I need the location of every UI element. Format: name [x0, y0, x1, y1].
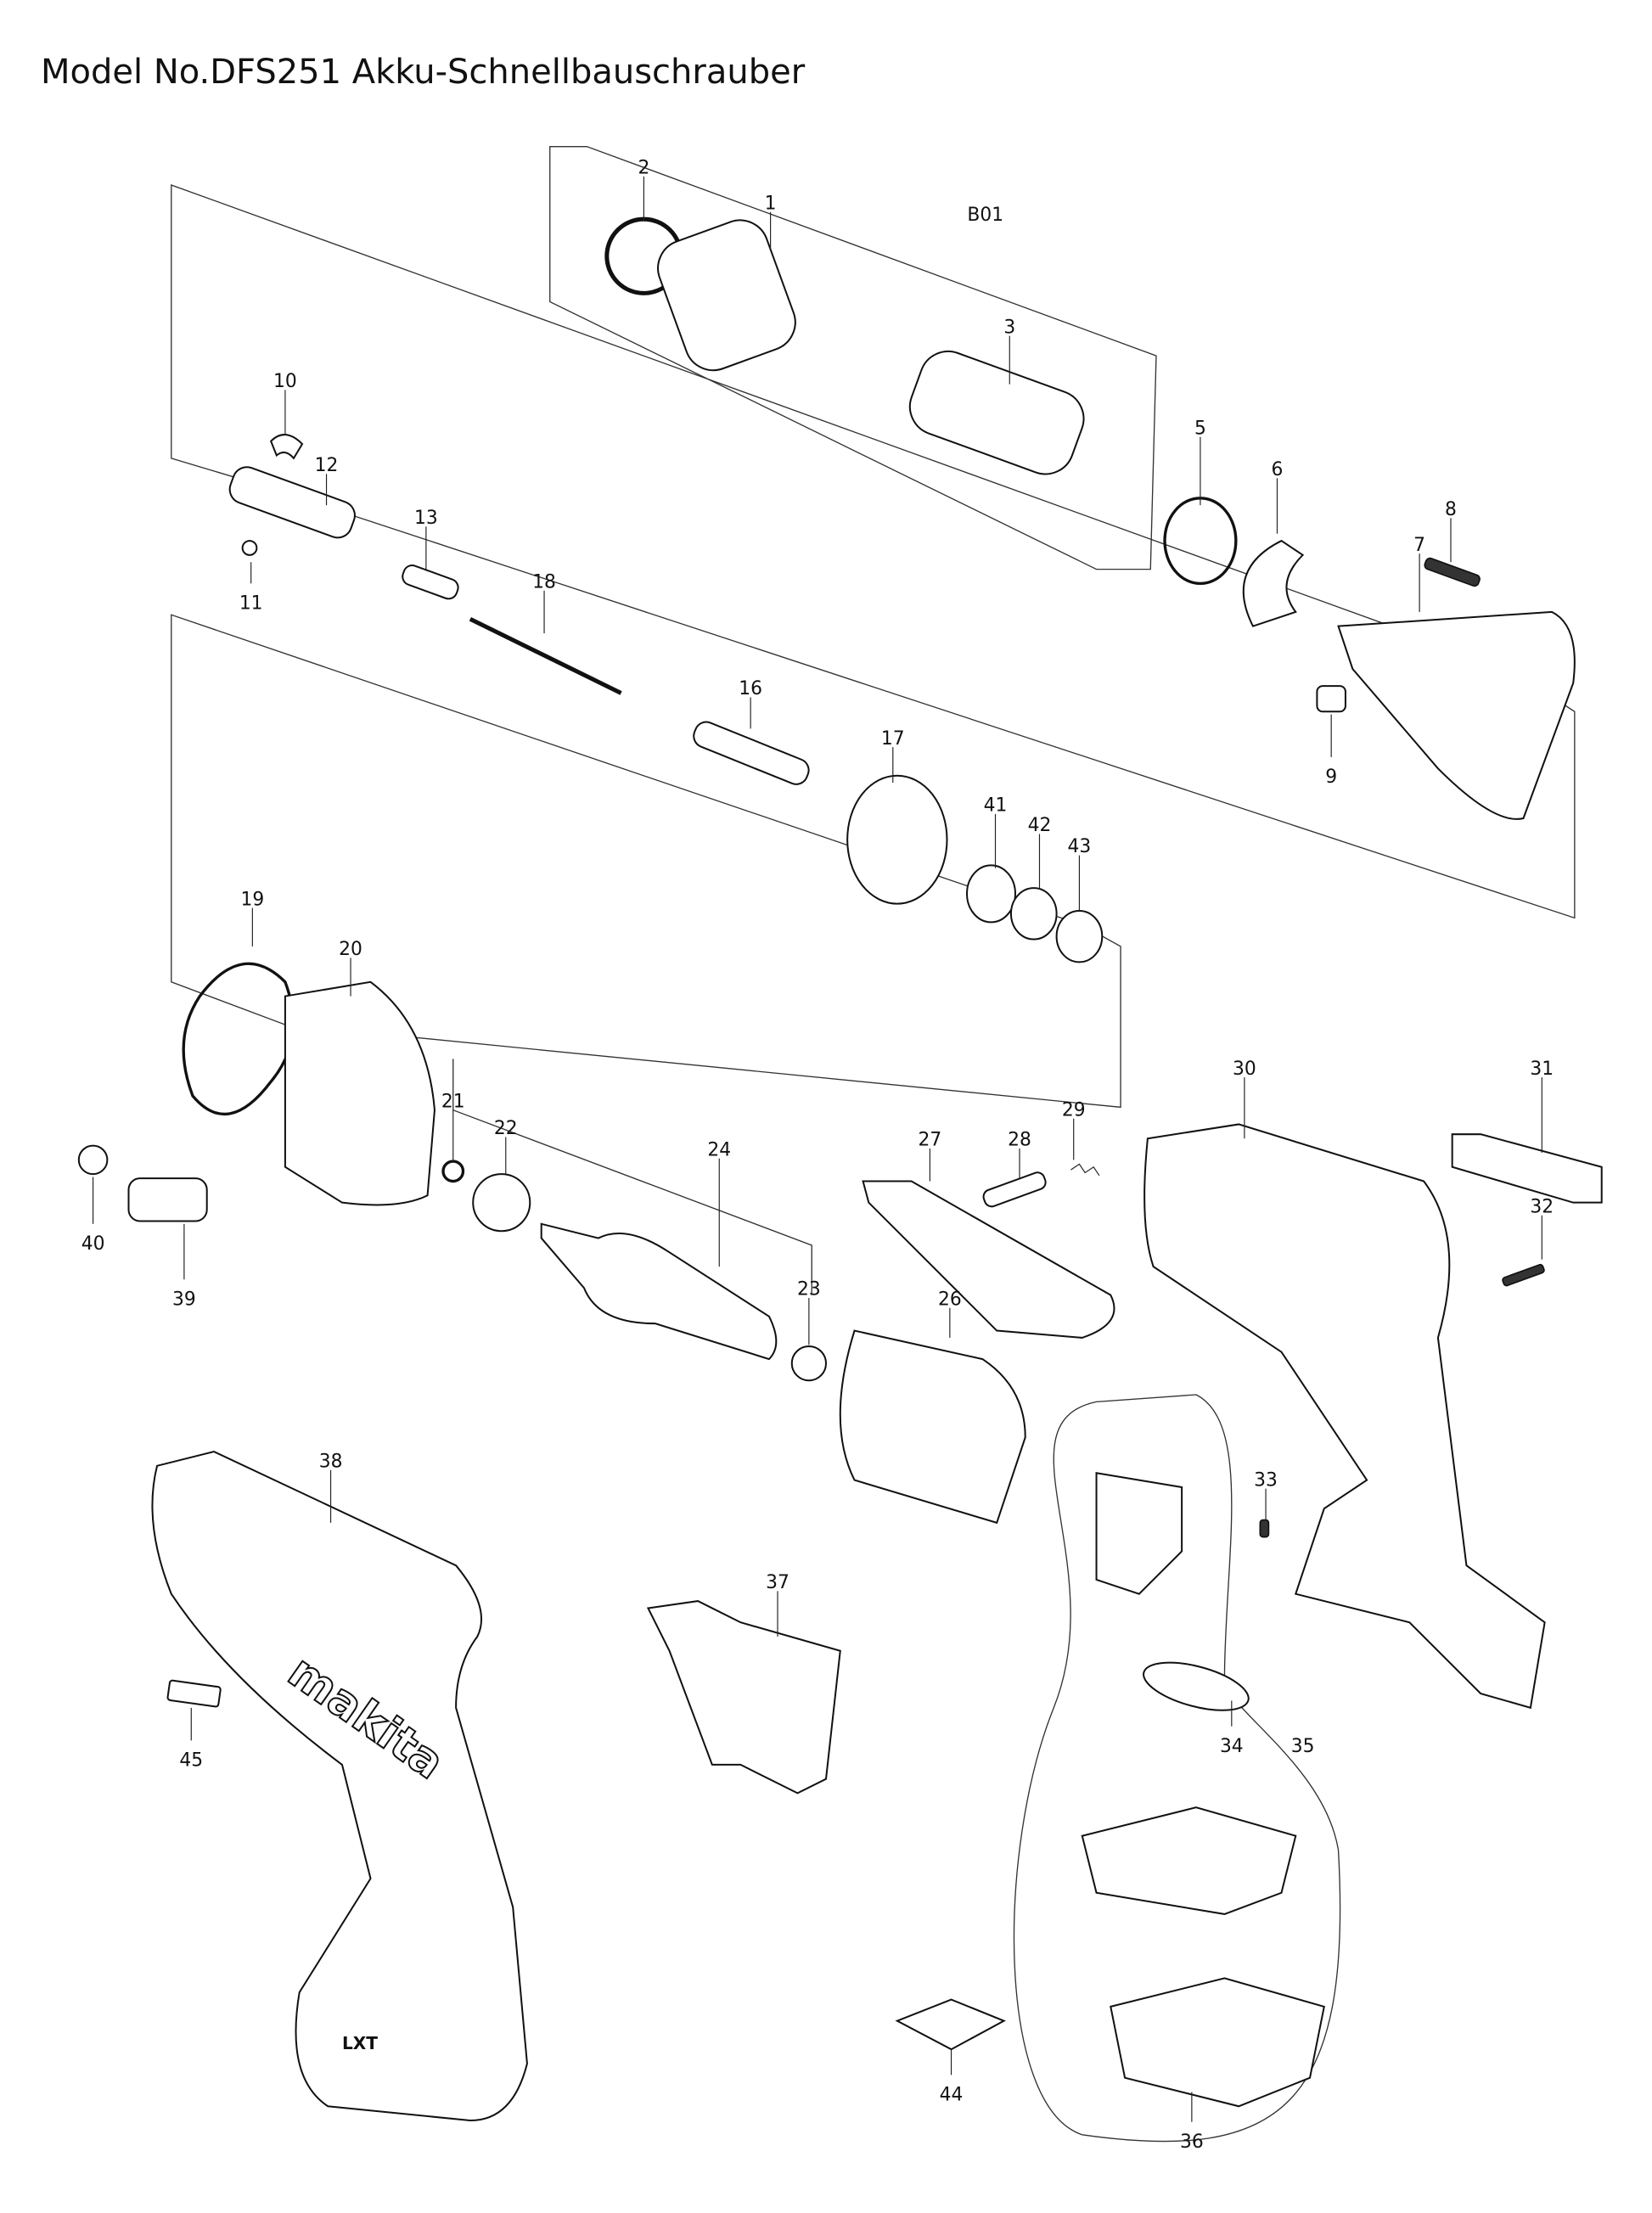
part-label: 32	[1530, 1196, 1554, 1217]
terminal-36-part	[1110, 1977, 1325, 2108]
part-label: 33	[1254, 1469, 1278, 1491]
ball-bearing-22-part	[472, 1173, 531, 1233]
gear-housing-part	[1337, 610, 1576, 820]
housing-38-part	[151, 1450, 528, 2122]
part-label: 29	[1062, 1099, 1086, 1121]
part-label: 17	[881, 728, 905, 750]
ball-bearing-23-part	[790, 1345, 828, 1382]
part-label: 40	[81, 1233, 105, 1255]
part-label: 42	[1028, 815, 1052, 836]
locator-part	[908, 350, 1085, 475]
label-44-part	[895, 1998, 1006, 2051]
stator-part	[839, 1329, 1026, 1525]
controller-group-outline	[1013, 1394, 1341, 2143]
motor-group-frame	[452, 1059, 812, 1295]
part-label: 24	[707, 1139, 731, 1160]
assembly-b01-frame	[549, 146, 1157, 570]
housing-set-part	[1143, 1123, 1546, 1710]
part-label: 18	[532, 571, 556, 593]
part-label: 36	[1180, 2132, 1204, 2153]
armature-part	[540, 1222, 778, 1361]
part-label: 44	[940, 2085, 964, 2106]
washer-43-part	[1055, 909, 1104, 963]
screw-32-part	[1502, 1263, 1545, 1287]
part-label: 2	[638, 158, 649, 179]
steel-ball-part	[241, 540, 258, 556]
part-label: 39	[172, 1289, 196, 1310]
part-label: 35	[1291, 1736, 1315, 1757]
part-label: 28	[1008, 1130, 1031, 1151]
part-label: 37	[766, 1572, 789, 1593]
pin-part	[693, 721, 810, 785]
part-label: 34	[1220, 1736, 1244, 1757]
part-label: 16	[739, 678, 762, 699]
bearing-box-part	[284, 980, 435, 1206]
part-label: 23	[797, 1279, 821, 1300]
ring-5-part	[1163, 497, 1238, 586]
part-label: 22	[494, 1118, 518, 1139]
ring-6-part	[1242, 539, 1305, 627]
sleeve-part	[657, 219, 796, 372]
part-label: 7	[1413, 535, 1425, 556]
switch-37-part	[646, 1600, 841, 1795]
part-label: 5	[1194, 418, 1206, 439]
part-label: 21	[441, 1091, 465, 1112]
spring-29-part	[1070, 1163, 1100, 1177]
pinion-39-part	[127, 1177, 208, 1222]
label-45-part	[166, 1679, 222, 1708]
part-label: 20	[339, 939, 362, 960]
part-label: 38	[319, 1451, 343, 1472]
leader-lines	[93, 176, 1542, 2122]
controller-35-part	[1081, 1806, 1297, 1915]
part-28	[982, 1171, 1047, 1208]
washer-40-part	[77, 1144, 109, 1176]
part-label: 3	[1003, 317, 1015, 338]
part-label: 41	[984, 795, 1008, 817]
screw-33-part	[1259, 1519, 1270, 1538]
part-label: 27	[919, 1130, 942, 1151]
label-31-part	[1451, 1133, 1603, 1204]
washer-41-part	[965, 864, 1016, 924]
part-label: 10	[273, 371, 297, 392]
part-label: 11	[239, 593, 263, 615]
retaining-ring-part	[441, 1160, 465, 1183]
spindle-part	[228, 466, 356, 539]
part-label: 43	[1068, 836, 1092, 857]
diagram-title: Model No.DFS251 Akku-Schnellbauschrauber	[41, 53, 806, 92]
part-label: 45	[179, 1750, 203, 1772]
part-label: 30	[1233, 1059, 1256, 1080]
part-label: 19	[241, 889, 265, 910]
part-label: 8	[1445, 499, 1457, 520]
o-ring-19-part	[182, 962, 295, 1116]
battery-mark: LXT	[342, 2033, 378, 2053]
part-label: 6	[1272, 459, 1284, 480]
part-label: 12	[315, 455, 339, 476]
part-label: 13	[414, 508, 438, 529]
assembly-label: B01	[967, 205, 1003, 226]
part-label: 1	[765, 193, 777, 214]
washer-42-part	[1009, 887, 1058, 941]
part-label: 26	[938, 1289, 962, 1310]
part-label: 9	[1325, 767, 1337, 788]
switch-lever-part	[862, 1180, 1115, 1339]
cover-34-part	[1143, 1661, 1250, 1711]
damper-9-part	[1316, 685, 1346, 713]
gear-part	[846, 774, 948, 905]
controller-plate-part	[1095, 1472, 1183, 1595]
rod-part	[469, 617, 622, 695]
spring-part	[402, 564, 459, 600]
screw-8-part	[1424, 557, 1481, 587]
part-label: 31	[1530, 1059, 1554, 1080]
clip-part	[269, 434, 304, 460]
